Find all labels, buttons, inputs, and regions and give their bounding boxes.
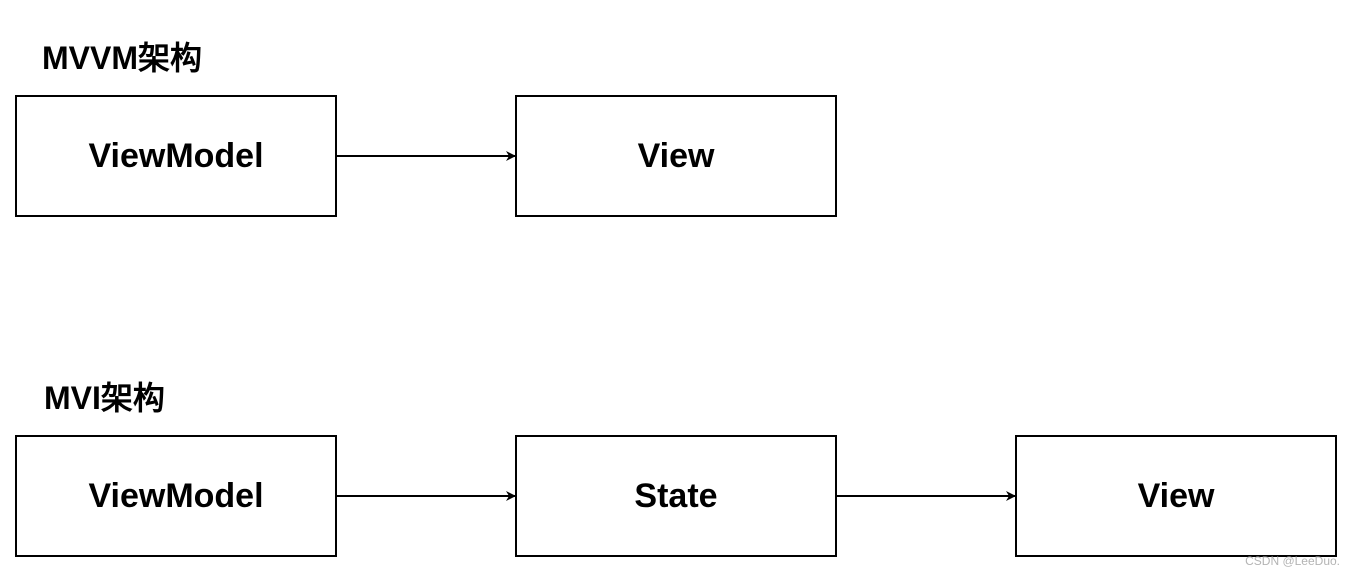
mvvm-view-label: View (637, 136, 715, 175)
mvi-state-label: State (634, 476, 718, 515)
mvi-view-node: View (1015, 435, 1337, 557)
mvvm-view-node: View (515, 95, 837, 217)
mvi-viewmodel-label: ViewModel (88, 476, 264, 515)
mvi-state-node: State (515, 435, 837, 557)
mvvm-section-title: MVVM架构 (42, 40, 203, 76)
mvvm-viewmodel-node: ViewModel (15, 95, 337, 217)
watermark-text: CSDN @LeeDuo. (1245, 554, 1340, 568)
mvi-viewmodel-node: ViewModel (15, 435, 337, 557)
mvi-section-title: MVI架构 (44, 380, 165, 416)
mvvm-viewmodel-label: ViewModel (88, 136, 264, 175)
mvi-view-label: View (1137, 476, 1215, 515)
